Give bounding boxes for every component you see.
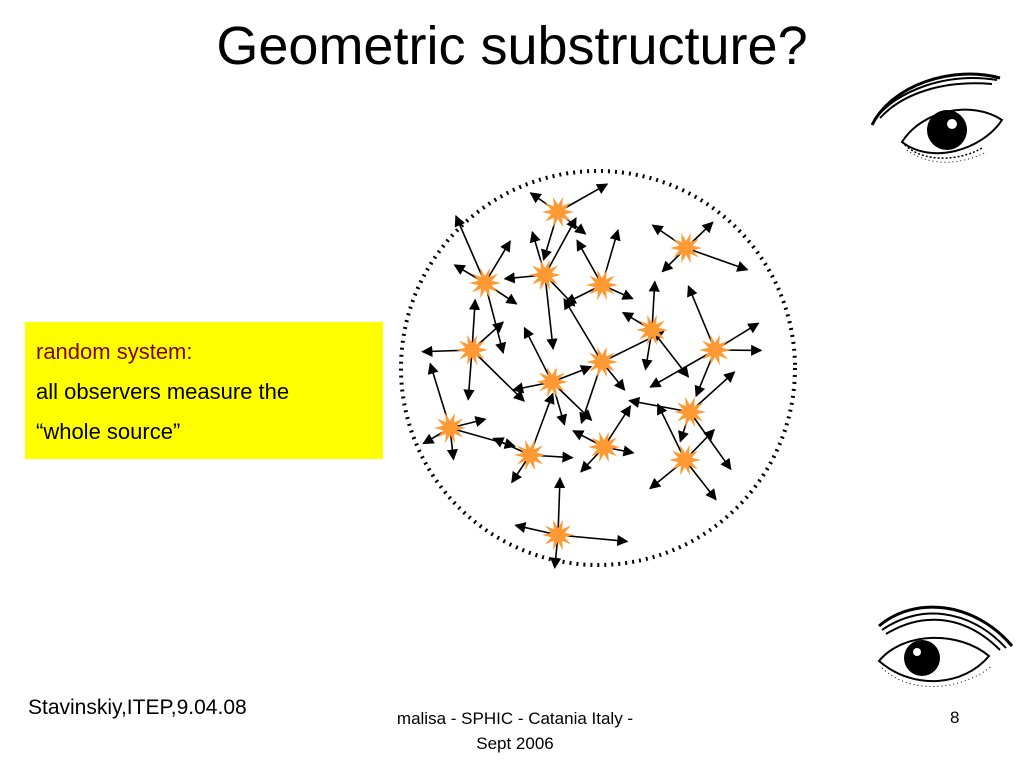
source-star <box>456 334 488 366</box>
slide-title: Geometric substructure? <box>216 16 808 76</box>
emission-arrow <box>468 298 481 351</box>
source-star <box>434 412 466 444</box>
source-star <box>588 431 620 463</box>
page-number: 8 <box>950 708 960 727</box>
emission-arrow <box>685 247 749 272</box>
source-star <box>636 314 668 346</box>
source-star <box>670 232 702 264</box>
source-star <box>469 267 501 299</box>
source-star <box>542 519 574 551</box>
emission-arrow <box>651 329 690 378</box>
emission-arrow <box>648 280 660 331</box>
callout-line-2: all observers measure the <box>36 379 290 404</box>
source-star <box>536 366 568 398</box>
callout-box: random system: all observers measure the… <box>25 322 383 459</box>
emission-arrow <box>603 405 632 448</box>
emission-arrow <box>649 349 716 388</box>
footer-author: Stavinskiy,ITEP,9.04.08 <box>28 696 247 719</box>
eye-icon-bottom <box>877 605 1014 687</box>
source-star <box>674 396 706 428</box>
footer-conference: malisa - SPHIC - Catania Italy - Sept 20… <box>355 706 675 756</box>
source-star <box>542 196 574 228</box>
source-star <box>586 346 618 378</box>
callout-line-1: random system: <box>36 339 193 364</box>
emission-arrow <box>463 349 475 401</box>
emission-arrow <box>656 403 686 461</box>
emission-arrow <box>544 274 558 351</box>
source-star <box>529 259 561 291</box>
source-star <box>669 444 701 476</box>
source-star <box>586 269 618 301</box>
emission-arrow <box>454 214 486 284</box>
emission-arrow <box>523 326 553 383</box>
source-star <box>699 334 731 366</box>
callout-line-3: “whole source” <box>36 419 181 444</box>
emission-arrow <box>471 349 525 402</box>
source-boundary-circle <box>399 169 797 567</box>
random-source-diagram <box>399 169 797 570</box>
emission-arrow <box>563 297 603 363</box>
footer-conference-line-1: malisa - SPHIC - Catania Italy - <box>396 709 634 728</box>
emission-arrow <box>684 459 717 501</box>
footer-conference-line-2: Sept 2006 <box>476 734 554 753</box>
emission-arrow <box>544 217 577 276</box>
emission-arrow <box>557 534 629 547</box>
eye-icon-top <box>870 72 1004 163</box>
emission-arrow <box>554 476 566 536</box>
source-star <box>514 439 546 471</box>
